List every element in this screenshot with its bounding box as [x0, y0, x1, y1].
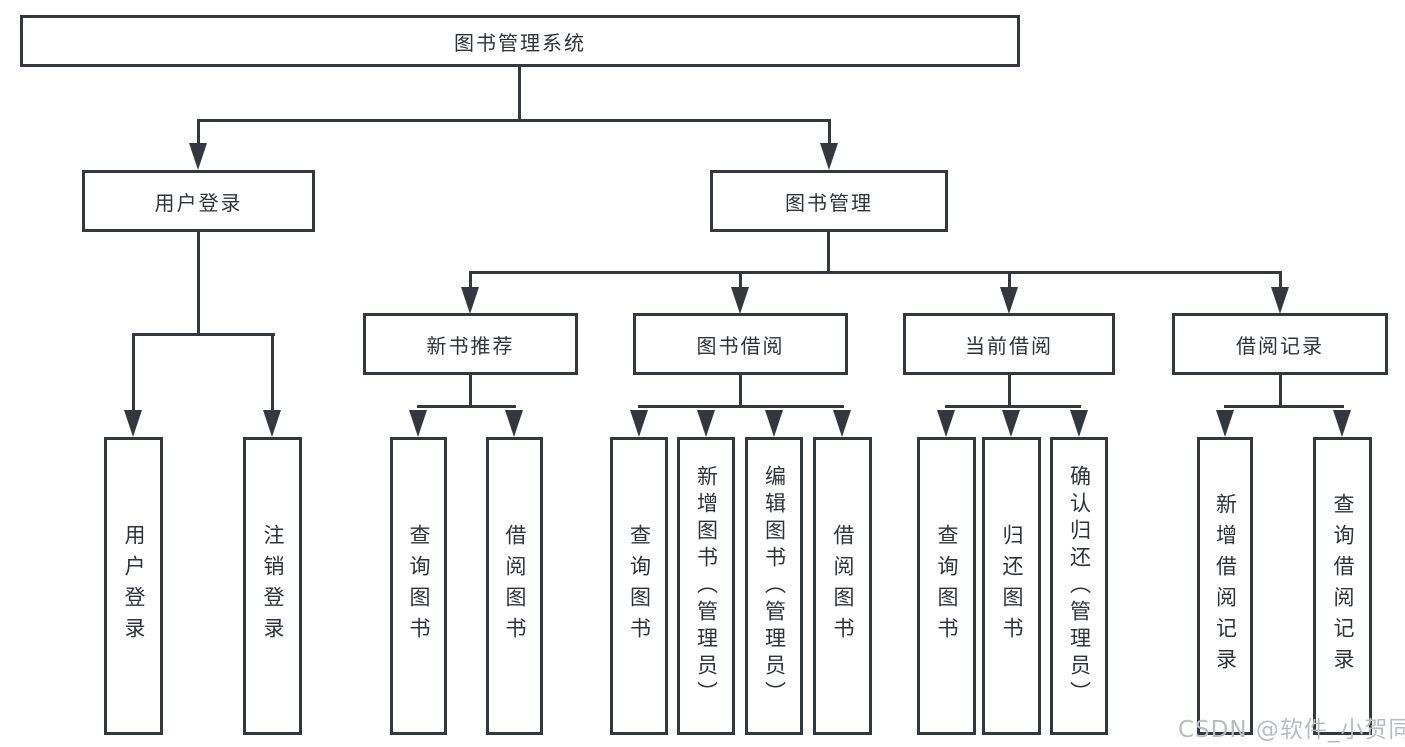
connector-root-stem: [518, 67, 521, 122]
node-user-login: 用户登录: [82, 170, 315, 232]
arrowhead-icon: [461, 287, 479, 314]
connector-drop-leaf: [271, 333, 274, 412]
connector-book-management-stem: [827, 232, 830, 274]
node-label: 借阅记录: [1236, 333, 1324, 358]
arrowhead-icon: [1070, 410, 1088, 437]
node-label: 查询图书: [407, 524, 431, 648]
node-label: 新增借阅记录: [1213, 493, 1238, 679]
node-new-book-recommend: 新书推荐: [363, 313, 578, 375]
connector-new-book-stem: [469, 375, 472, 408]
node-label: 查询图书: [935, 524, 959, 648]
connector-drop-level3: [1008, 271, 1011, 289]
node-book-management-system: 图书管理系统: [20, 15, 1020, 67]
node-label: 用户登录: [122, 524, 146, 648]
connector-drop-leaf: [132, 333, 135, 412]
node-label: 编辑图书（管理员）: [762, 464, 787, 708]
node-label: 新增图书（管理员）: [694, 464, 719, 708]
leaf-return-books: 归还图书: [982, 437, 1041, 735]
arrowhead-icon: [937, 410, 955, 437]
arrowhead-icon: [409, 410, 427, 437]
node-label: 查询图书: [627, 524, 652, 648]
connector-drop-book-management: [828, 119, 831, 146]
arrowhead-icon: [765, 410, 783, 437]
arrowhead-icon: [1216, 410, 1234, 437]
arrowhead-icon: [731, 287, 749, 314]
connector-drop-user-login: [197, 119, 200, 146]
connector-new-book-rail: [417, 405, 516, 408]
node-label: 图书借阅: [696, 333, 785, 358]
arrowhead-icon: [630, 410, 648, 437]
leaf-edit-book-admin: 编辑图书（管理员）: [745, 437, 803, 735]
leaf-user-login: 用户登录: [104, 437, 163, 735]
leaf-logout: 注销登录: [243, 437, 302, 735]
node-borrow-records: 借阅记录: [1172, 313, 1388, 375]
arrowhead-icon: [189, 143, 207, 170]
node-label: 新书推荐: [426, 333, 515, 358]
connector-user-login-stem: [197, 232, 200, 336]
arrowhead-icon: [124, 410, 142, 437]
node-label: 用户登录: [154, 190, 243, 215]
connector-book-borrow-stem: [739, 375, 742, 408]
leaf-query-books-recommend: 查询图书: [390, 437, 447, 735]
connector-borrow-records-rail: [1224, 405, 1344, 408]
leaf-query-books-current: 查询图书: [917, 437, 976, 735]
connector-user-login-rail: [132, 333, 275, 336]
node-label: 确认归还（管理员）: [1067, 464, 1092, 708]
node-label: 查询借阅记录: [1331, 493, 1355, 679]
csdn-watermark: CSDN @软件_小贺同学: [1178, 717, 1405, 743]
connector-drop-level3: [739, 271, 742, 289]
leaf-query-borrow-record: 查询借阅记录: [1313, 437, 1372, 735]
connector-borrow-records-stem: [1279, 375, 1282, 408]
connector-book-management-rail: [469, 271, 1282, 274]
node-label: 借阅图书: [831, 524, 855, 648]
connector-drop-level3: [1279, 271, 1282, 289]
node-book-borrow: 图书借阅: [633, 313, 848, 375]
arrowhead-icon: [1000, 287, 1018, 314]
connector-current-borrow-rail: [945, 405, 1081, 408]
arrowhead-icon: [1271, 287, 1289, 314]
connector-root-rail: [197, 119, 831, 122]
node-label: 当前借阅: [965, 333, 1053, 358]
node-book-management: 图书管理: [710, 170, 948, 232]
arrowhead-icon: [697, 410, 715, 437]
connector-book-borrow-rail: [638, 405, 844, 408]
arrowhead-icon: [505, 410, 523, 437]
leaf-confirm-return-admin: 确认归还（管理员）: [1050, 437, 1108, 735]
arrowhead-icon: [820, 143, 838, 170]
leaf-add-book-admin: 新增图书（管理员）: [677, 437, 735, 735]
arrowhead-icon: [1002, 410, 1020, 437]
leaf-borrow-books-recommend: 借阅图书: [486, 437, 543, 735]
node-label: 借阅图书: [503, 524, 527, 648]
node-label: 图书管理系统: [454, 30, 586, 55]
arrowhead-icon: [833, 410, 851, 437]
arrowhead-icon: [1333, 410, 1351, 437]
leaf-query-books-borrow: 查询图书: [610, 437, 668, 735]
arrowhead-icon: [263, 410, 281, 437]
leaf-borrow-books: 借阅图书: [813, 437, 872, 735]
leaf-add-borrow-record: 新增借阅记录: [1197, 437, 1253, 735]
connector-current-borrow-stem: [1008, 375, 1011, 408]
node-label: 注销登录: [261, 524, 285, 648]
connector-drop-level3: [469, 271, 472, 289]
node-label: 归还图书: [1000, 524, 1024, 648]
node-current-borrow: 当前借阅: [903, 313, 1115, 375]
node-label: 图书管理: [785, 190, 873, 215]
